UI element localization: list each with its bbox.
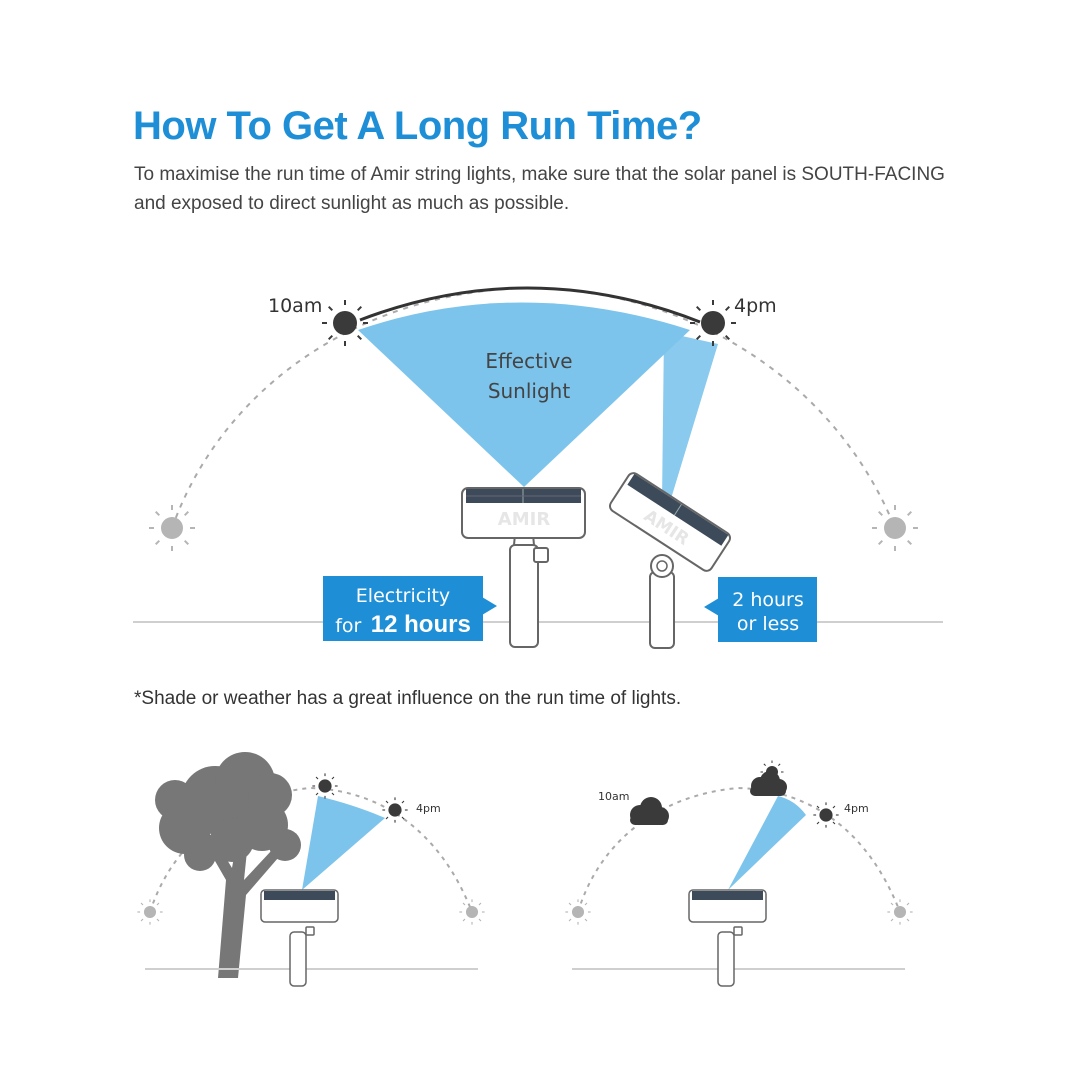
callout-2-hours: 2 hours or less bbox=[704, 577, 817, 642]
sun-sunrise-icon bbox=[148, 504, 196, 552]
tree-icon bbox=[155, 752, 301, 978]
callout-12-hours-line2: for 12 hours bbox=[335, 611, 471, 638]
angled-panel-beam bbox=[662, 332, 718, 502]
cloud-sun-icon bbox=[750, 760, 787, 796]
page-title: How To Get A Long Run Time? bbox=[133, 104, 702, 148]
callout-12-hours-line1: Electricity bbox=[356, 585, 450, 607]
tree-sunrise-icon bbox=[136, 898, 164, 926]
cloud-time-4pm: 4pm bbox=[844, 802, 869, 815]
tree-shade-diagram: 4pm bbox=[136, 752, 486, 987]
cloud-sunrise-icon bbox=[564, 898, 592, 926]
cloud-10am-icon bbox=[630, 797, 669, 825]
page-subtitle: To maximise the run time of Amir string … bbox=[134, 164, 945, 214]
effective-arc bbox=[359, 286, 701, 324]
shade-weather-note: *Shade or weather has a great influence … bbox=[134, 688, 682, 709]
sunlight-label-2: Sunlight bbox=[488, 379, 571, 403]
callout-2-hours-line2: or less bbox=[737, 613, 799, 635]
tree-sunlight-beam bbox=[302, 796, 385, 890]
tree-sun-icon bbox=[311, 772, 339, 800]
main-diagram: Effective Sunlight 10am 4pm bbox=[133, 286, 943, 649]
cloud-sun-path bbox=[577, 786, 901, 913]
cloud-sunset-icon bbox=[886, 898, 914, 926]
cloud-sunlight-beam bbox=[728, 796, 806, 890]
flat-solar-panel: AMIR bbox=[461, 487, 586, 648]
cloud-time-10am: 10am bbox=[598, 790, 629, 803]
tree-solar-panel bbox=[260, 889, 339, 987]
cloud-sun-4pm-icon bbox=[812, 801, 840, 829]
sun-sunset-icon bbox=[871, 504, 919, 552]
callout-2-hours-line1: 2 hours bbox=[732, 589, 804, 611]
callout-12-hours-emphasis: 12 hours bbox=[371, 611, 471, 638]
callout-12-hours-prefix: for bbox=[335, 615, 361, 637]
callout-12-hours: Electricity for 12 hours bbox=[323, 576, 497, 641]
effective-sunlight-fan bbox=[358, 302, 690, 487]
sun-4pm-icon bbox=[689, 299, 737, 347]
flat-panel-brand: AMIR bbox=[498, 509, 551, 530]
sun-path-arc bbox=[171, 286, 896, 529]
time-label-4pm: 4pm bbox=[734, 295, 777, 317]
tree-sun-4pm-icon bbox=[381, 796, 409, 824]
tree-time-4pm: 4pm bbox=[416, 802, 441, 815]
cloud-weather-diagram: 10am 4pm bbox=[564, 760, 914, 987]
tree-sunset-icon bbox=[458, 898, 486, 926]
sunlight-label-1: Effective bbox=[485, 349, 572, 373]
sun-10am-icon bbox=[321, 299, 369, 347]
time-label-10am: 10am bbox=[268, 295, 322, 317]
cloud-solar-panel bbox=[688, 889, 767, 987]
